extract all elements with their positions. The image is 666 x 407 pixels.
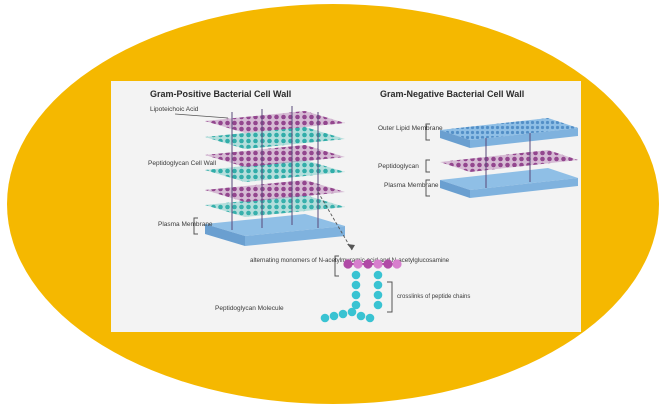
diagram-panel xyxy=(111,81,581,332)
molecule-label: Peptidoglycan Molecule xyxy=(215,305,284,312)
peptidoglycan-wall-label: Peptidoglycan Cell Wall xyxy=(148,160,217,167)
crosslink-label: crosslinks of peptide chains xyxy=(397,294,470,300)
peptidoglycan-label-right: Peptidoglycan xyxy=(378,163,419,170)
teichoic-acid-label: Lipoteichoic Acid xyxy=(150,106,199,113)
plasma-membrane-label-left: Plasma Membrane xyxy=(158,221,213,228)
outer-membrane-label: Outer Lipid Membrane xyxy=(378,125,443,132)
left-panel-title: Gram-Positive Bacterial Cell Wall xyxy=(150,89,291,99)
plasma-membrane-label-right: Plasma Membrane xyxy=(384,182,439,189)
right-panel-title: Gram-Negative Bacterial Cell Wall xyxy=(380,89,524,99)
